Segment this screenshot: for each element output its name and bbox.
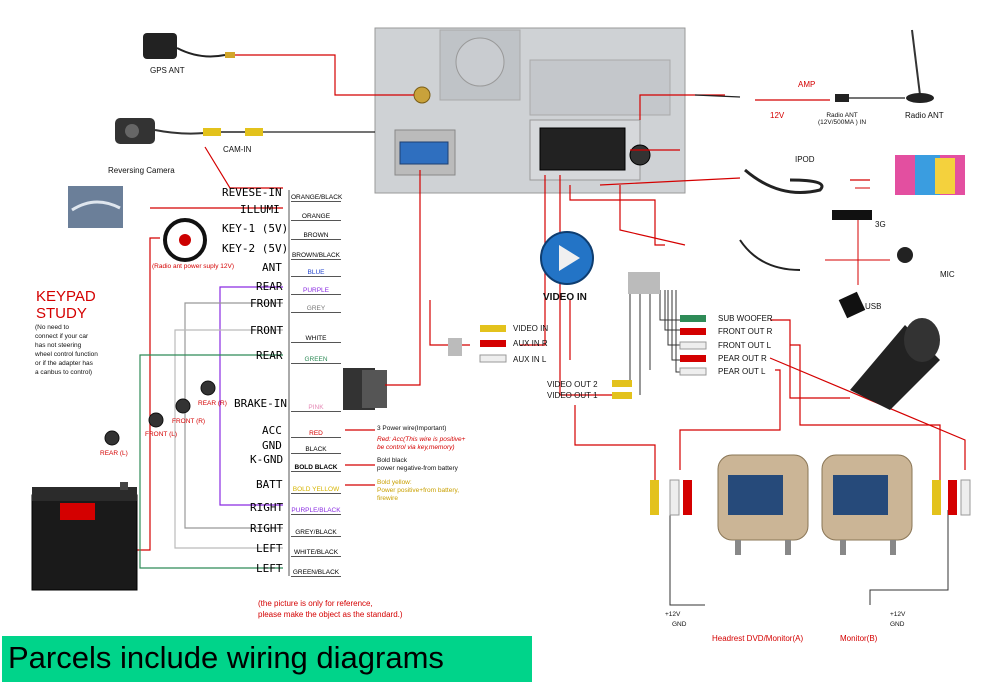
monitor-a-label: Headrest DVD/Monitor(A) bbox=[712, 634, 804, 643]
front-out-r-label: FRONT OUT R bbox=[718, 327, 773, 336]
power-note-black: Bold black power negative-from battery bbox=[377, 457, 458, 472]
car-battery-icon bbox=[31, 482, 138, 591]
wire-color: GREY/BLACK bbox=[291, 529, 341, 537]
12v-label: 12V bbox=[770, 111, 785, 120]
keypad-note: (No need to connect if your car has not … bbox=[35, 324, 98, 376]
harness-signal: ACC bbox=[262, 424, 282, 437]
monitor-a-12v: +12V bbox=[665, 611, 681, 618]
front-out-l-label: FRONT OUT L bbox=[718, 341, 772, 350]
subwoofer-icon bbox=[850, 318, 940, 410]
harness-signal: FRONT bbox=[250, 324, 284, 337]
steering-wheel-icon bbox=[163, 218, 207, 262]
aux-in-r-label: AUX IN R bbox=[513, 339, 548, 348]
harness-signal: FRONT bbox=[250, 297, 284, 310]
harness-signal: RIGHT bbox=[250, 522, 284, 535]
power-note-red: Red: Acc(This wire is positive+ be contr… bbox=[377, 436, 466, 451]
wire-color: BOLD YELLOW bbox=[291, 486, 341, 494]
wire-color: ORANGE bbox=[291, 213, 341, 221]
harness-signal: RIGHT bbox=[250, 501, 284, 514]
harness-signal: LEFT bbox=[256, 542, 283, 555]
pear-out-r-label: PEAR OUT R bbox=[718, 354, 767, 363]
harness-plug bbox=[343, 368, 387, 410]
harness-signal: KEY-1 (5V) bbox=[222, 222, 289, 235]
power-note-title: 3 Power wire(Important) bbox=[377, 425, 447, 432]
keypad-title: KEYPAD STUDY bbox=[36, 288, 96, 322]
monitor-b-label: Monitor(B) bbox=[840, 634, 878, 643]
gps-label: GPS ANT bbox=[150, 66, 185, 75]
harness-signal: REAR bbox=[256, 280, 283, 293]
ipod-cable-icon bbox=[744, 168, 824, 194]
harness-signal: BRAKE-IN bbox=[234, 397, 287, 410]
harness-signal: GND bbox=[262, 439, 282, 452]
ipod-label: IPOD bbox=[795, 155, 815, 164]
video-in-big-label: VIDEO IN bbox=[543, 292, 587, 303]
wire-color: RED bbox=[291, 430, 341, 438]
wire-color: BLUE bbox=[291, 269, 341, 277]
radio-ant-power-label: (Radio ant power suply 12V) bbox=[152, 263, 235, 270]
harness-signal: REAR bbox=[256, 349, 283, 362]
accessories bbox=[739, 155, 965, 319]
radio-ant-note: Radio ANT (12V/500MA ) IN bbox=[818, 112, 867, 126]
wire-color: GREEN/BLACK bbox=[291, 569, 341, 577]
video-out-2-label: VIDEO OUT 2 bbox=[547, 380, 598, 389]
monitor-b-12v: +12V bbox=[890, 611, 906, 618]
speaker-rear-r-label: REAR (R) bbox=[198, 400, 227, 407]
harness-signal: K-GND bbox=[250, 453, 284, 466]
car-headlight-image bbox=[68, 186, 123, 228]
wire-color: ORANGE/BLACK bbox=[291, 194, 343, 202]
video-in-label: VIDEO IN bbox=[513, 324, 549, 333]
rca-plugs bbox=[448, 272, 971, 516]
camera-label: Reversing Camera bbox=[108, 166, 175, 175]
wire-color: WHITE bbox=[291, 335, 341, 343]
harness-signal: REVESE-IN bbox=[222, 186, 282, 199]
harness-signal: LEFT bbox=[256, 562, 283, 575]
radio-antenna-icon bbox=[906, 29, 934, 103]
video-out-1-label: VIDEO OUT 1 bbox=[547, 391, 598, 400]
wire-color: GREEN bbox=[291, 356, 341, 364]
harness-signal: BATT bbox=[256, 478, 283, 491]
radio-ant-label: Radio ANT bbox=[905, 111, 944, 120]
speaker-wires bbox=[139, 286, 283, 569]
pear-out-l-label: PEAR OUT L bbox=[718, 367, 766, 376]
wire-color: PURPLE/BLACK bbox=[291, 507, 341, 515]
head-unit bbox=[374, 27, 686, 194]
speaker-icons bbox=[104, 380, 216, 446]
wire-color: PINK bbox=[291, 404, 341, 412]
banner-background bbox=[2, 636, 532, 682]
amp-label: AMP bbox=[798, 80, 816, 89]
monitor-b-gnd: GND bbox=[890, 621, 905, 628]
camera-icon bbox=[115, 118, 263, 144]
sub-woofer-label: SUB WOOFER bbox=[718, 314, 773, 323]
speaker-rear-l-label: REAR (L) bbox=[100, 450, 128, 457]
wire-color: PURPLE bbox=[291, 287, 341, 295]
harness-signal: ANT bbox=[262, 261, 282, 274]
gps-wire bbox=[235, 54, 414, 96]
aux-in-l-label: AUX IN L bbox=[513, 355, 547, 364]
wire-color: BROWN bbox=[291, 232, 341, 240]
reference-note: (the picture is only for reference, plea… bbox=[258, 599, 403, 619]
3g-label: 3G bbox=[875, 220, 886, 229]
usb-label: USB bbox=[865, 302, 882, 311]
cam-in-label: CAM-IN bbox=[223, 145, 252, 154]
harness-signal: KEY-2 (5V) bbox=[222, 242, 289, 255]
power-note-yellow: Bold yellow: Power positive+from battery… bbox=[377, 479, 460, 502]
wire-color: BOLD BLACK bbox=[291, 464, 341, 472]
speaker-front-l-label: FRONT (L) bbox=[145, 431, 178, 438]
headrest-monitor-b bbox=[821, 454, 913, 555]
wire-color: WHITE/BLACK bbox=[291, 549, 341, 557]
banner-title: Parcels include wiring diagrams bbox=[8, 640, 444, 675]
wire-color: GREY bbox=[291, 305, 341, 313]
monitor-a-gnd: GND bbox=[672, 621, 687, 628]
video-play-icon bbox=[540, 231, 594, 285]
wire-color: BLACK bbox=[291, 446, 341, 454]
wire-color: BROWN/BLACK bbox=[291, 252, 341, 260]
mic-label: MIC bbox=[940, 270, 955, 279]
speaker-front-r-label: FRONT (R) bbox=[172, 418, 206, 425]
harness-signal: ILLUMI bbox=[240, 203, 280, 216]
gps-antenna-icon bbox=[143, 33, 235, 59]
headrest-monitor-a bbox=[717, 454, 809, 555]
